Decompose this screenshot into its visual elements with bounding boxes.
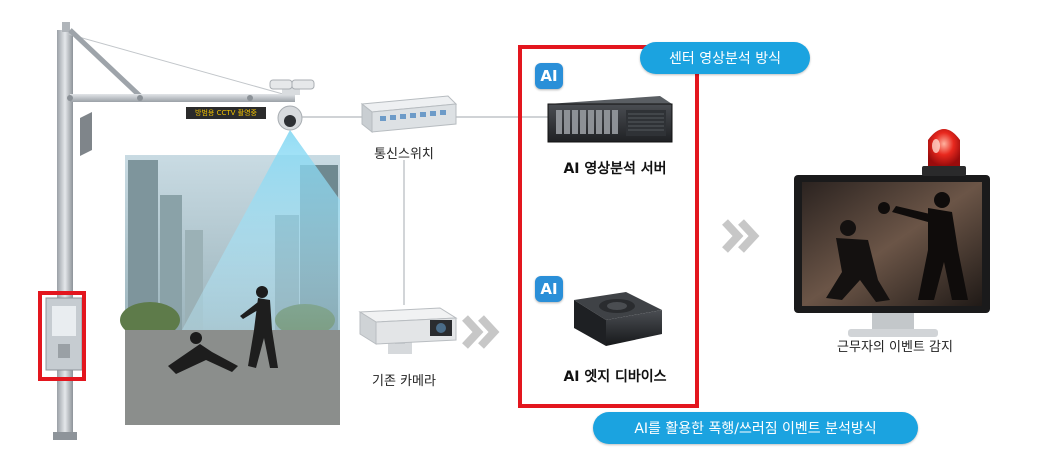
ai-badge-edge: AI [535,276,563,302]
network-switch-icon [360,95,458,134]
double-chevron-icon [722,219,760,253]
pole-panel-highlight [38,291,86,381]
edge-device-icon [574,292,662,346]
edge-device-label: AI 엣지 디바이스 [563,369,667,385]
pole-signboard: 방범용 CCTV 촬영중 [186,107,266,119]
legacy-camera-label: 기존 카메라 [372,374,436,389]
speed-dome-camera [269,79,315,131]
cctv-pole [45,22,295,440]
connections [302,116,552,305]
ai-badge-server: AI [535,63,563,89]
ai-analysis-highlight [518,45,699,408]
rack-server-icon [547,96,673,143]
double-chevron-icon [462,315,500,349]
box-camera-icon [358,307,458,354]
red-siren-icon [922,129,966,176]
center-analysis-callout: 센터 영상분석 방식 [640,42,810,74]
monitor-icon [794,175,990,337]
ai-server-label: AI 영상분석 서버 [563,161,667,177]
monitor-label: 근무자의 이벤트 감지 [837,340,953,355]
street-scene [120,130,340,425]
switch-label: 통신스위치 [374,147,434,162]
edge-analysis-callout: AI를 활용한 폭행/쓰러짐 이벤트 분석방식 [593,412,918,444]
